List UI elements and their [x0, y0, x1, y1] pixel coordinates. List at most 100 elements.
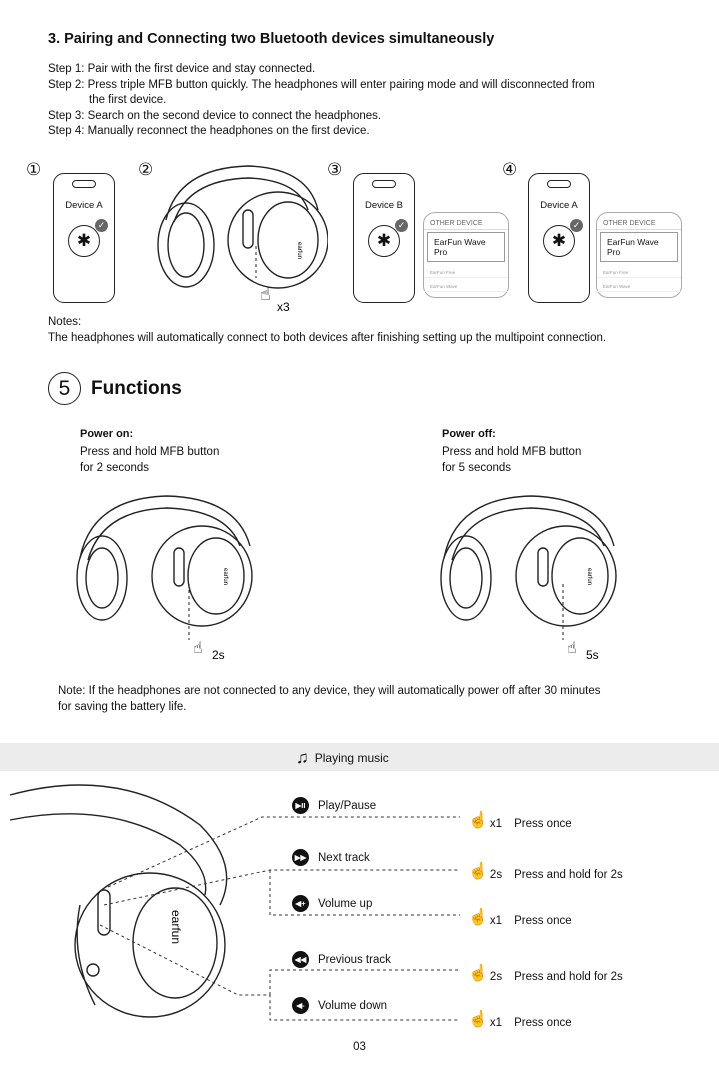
phone-notch: [372, 180, 396, 188]
function-label: Volume down: [318, 999, 388, 1012]
playing-music-banner: [0, 743, 719, 771]
device-option-wave[interactable]: EarFun Wave: [597, 278, 681, 292]
function-play-pause: ▶II Play/Pause: [292, 797, 376, 814]
hand-hold-icon: ☝: [468, 965, 488, 982]
volume-down-icon: ◀-: [292, 997, 309, 1014]
step-1: Step 1: Pair with the first device and s…: [48, 63, 316, 75]
pairing-steps: Step 1: Pair with the first device and s…: [48, 62, 595, 140]
device-option-wave[interactable]: EarFun Wave: [424, 278, 508, 292]
power-on-time: 2s: [212, 648, 225, 662]
action-text: Press once: [514, 1017, 572, 1029]
figure-number-4: ④: [502, 160, 518, 179]
volume-up-icon: ◀+: [292, 895, 309, 912]
step-2: Step 2: Press triple MFB button quickly.…: [48, 78, 595, 91]
action-previous-track: ☝ 2s Press and hold for 2s: [468, 963, 623, 983]
phone-device-a-4: Device A ✱✓: [528, 173, 590, 303]
bluetooth-icon: ✱✓: [368, 219, 408, 257]
hand-press-icon: ☝: [260, 284, 271, 305]
check-icon: ✓: [95, 219, 108, 232]
power-off-block: Power off: Press and hold MFB button for…: [442, 428, 581, 476]
figure-number-1: ①: [26, 160, 42, 179]
other-device-header: OTHER DEVICE: [597, 213, 681, 230]
device-a-label: Device A: [65, 200, 103, 211]
function-next-track: ▶▶ Next track: [292, 849, 370, 866]
power-note: Note: If the headphones are not connecte…: [58, 684, 601, 715]
brand-logo: earfun: [296, 242, 302, 259]
phone-notch: [547, 180, 571, 188]
device-option-free[interactable]: EarFun Free: [424, 264, 508, 278]
function-volume-up: ◀+ Volume up: [292, 895, 372, 912]
action-play-pause: ☝ x1 Press once: [468, 810, 572, 830]
step-3: Step 3: Search on the second device to c…: [48, 109, 382, 122]
action-text: Press once: [514, 915, 572, 927]
previous-track-icon: ◀◀: [292, 951, 309, 968]
section-number-circle: 5: [48, 372, 81, 405]
next-track-icon: ▶▶: [292, 849, 309, 866]
brand-logo: earfun: [222, 568, 228, 585]
phone-notch: [72, 180, 96, 188]
step-4: Step 4: Manually reconnect the headphone…: [48, 125, 370, 137]
function-volume-down: ◀- Volume down: [292, 997, 387, 1014]
bluetooth-icon: ✱✓: [543, 219, 583, 257]
function-previous-track: ◀◀ Previous track: [292, 951, 391, 968]
action-count: 2s: [489, 971, 503, 983]
power-on-line-1: Press and hold MFB button: [80, 446, 220, 458]
section-5-heading: 5 Functions: [48, 372, 182, 405]
bluetooth-device-list-b: OTHER DEVICE EarFun Wave Pro EarFun Free…: [423, 212, 509, 298]
hand-press-icon: ☝: [468, 1011, 488, 1028]
device-option-wave-pro[interactable]: EarFun Wave Pro: [600, 232, 678, 262]
step-2-continued: the first device.: [89, 94, 167, 106]
power-off-line-1: Press and hold MFB button: [442, 446, 582, 458]
notes-label: Notes:: [48, 316, 82, 328]
brand-logo: earfun: [586, 568, 592, 585]
headphones-power-off-illustration: ☝ 5s earfun: [440, 495, 617, 662]
section-3-title: 3. Pairing and Connecting two Bluetooth …: [48, 31, 495, 47]
music-note-icon: ♫: [296, 748, 309, 767]
play-pause-icon: ▶II: [292, 797, 309, 814]
hand-hold-icon: ☝: [193, 638, 203, 657]
bluetooth-device-list-a: OTHER DEVICE EarFun Wave Pro EarFun Free…: [596, 212, 682, 298]
power-off-heading: Power off:: [442, 428, 496, 440]
hand-hold-icon: ☝: [468, 863, 488, 880]
device-a-label: Device A: [540, 200, 578, 211]
other-device-header: OTHER DEVICE: [424, 213, 508, 230]
headphones-power-on-illustration: ☝ 2s earfun: [76, 495, 253, 662]
action-count: x1: [489, 915, 503, 927]
hand-press-icon: ☝: [468, 812, 488, 829]
function-label: Previous track: [318, 953, 391, 966]
action-count: x1: [489, 1017, 503, 1029]
page-number: 03: [353, 1041, 366, 1053]
notes-text: The headphones will automatically connec…: [48, 332, 607, 344]
power-off-line-2: for 5 seconds: [442, 461, 512, 474]
power-note-line-2: for saving the battery life.: [58, 700, 187, 713]
function-label: Volume up: [318, 897, 373, 910]
power-on-block: Power on: Press and hold MFB button for …: [80, 428, 219, 476]
action-count: x1: [489, 818, 503, 830]
action-volume-up: ☝ x1 Press once: [468, 907, 572, 927]
hand-hold-icon: ☝: [567, 638, 577, 657]
action-text: Press and hold for 2s: [514, 971, 623, 983]
check-icon: ✓: [395, 219, 408, 232]
figure-number-2: ②: [138, 160, 154, 179]
device-option-wave-pro[interactable]: EarFun Wave Pro: [427, 232, 505, 262]
headphones-controls-illustration: earfun: [9, 784, 460, 1021]
action-text: Press once: [514, 818, 572, 830]
playing-music-title-group: ♫ Playing music: [296, 748, 389, 768]
power-note-line-1: Note: If the headphones are not connecte…: [58, 685, 601, 697]
hand-press-icon: ☝: [468, 909, 488, 926]
headphones-pairing-illustration: ☝ x3 earfun: [157, 165, 328, 314]
device-option-free[interactable]: EarFun Free: [597, 264, 681, 278]
phone-device-b: Device B ✱✓: [353, 173, 415, 303]
bluetooth-icon: ✱✓: [68, 219, 108, 257]
playing-music-title: Playing music: [314, 751, 389, 765]
action-volume-down: ☝ x1 Press once: [468, 1009, 572, 1029]
device-b-label: Device B: [364, 200, 403, 211]
notes: Notes: The headphones will automatically…: [48, 314, 606, 346]
phone-device-a-1: Device A ✱✓: [53, 173, 115, 303]
action-count: 2s: [489, 869, 503, 881]
figure-number-3: ③: [327, 160, 343, 179]
power-off-time: 5s: [586, 648, 599, 662]
power-on-line-2: for 2 seconds: [80, 461, 150, 474]
function-label: Play/Pause: [318, 799, 377, 812]
action-text: Press and hold for 2s: [514, 869, 623, 881]
